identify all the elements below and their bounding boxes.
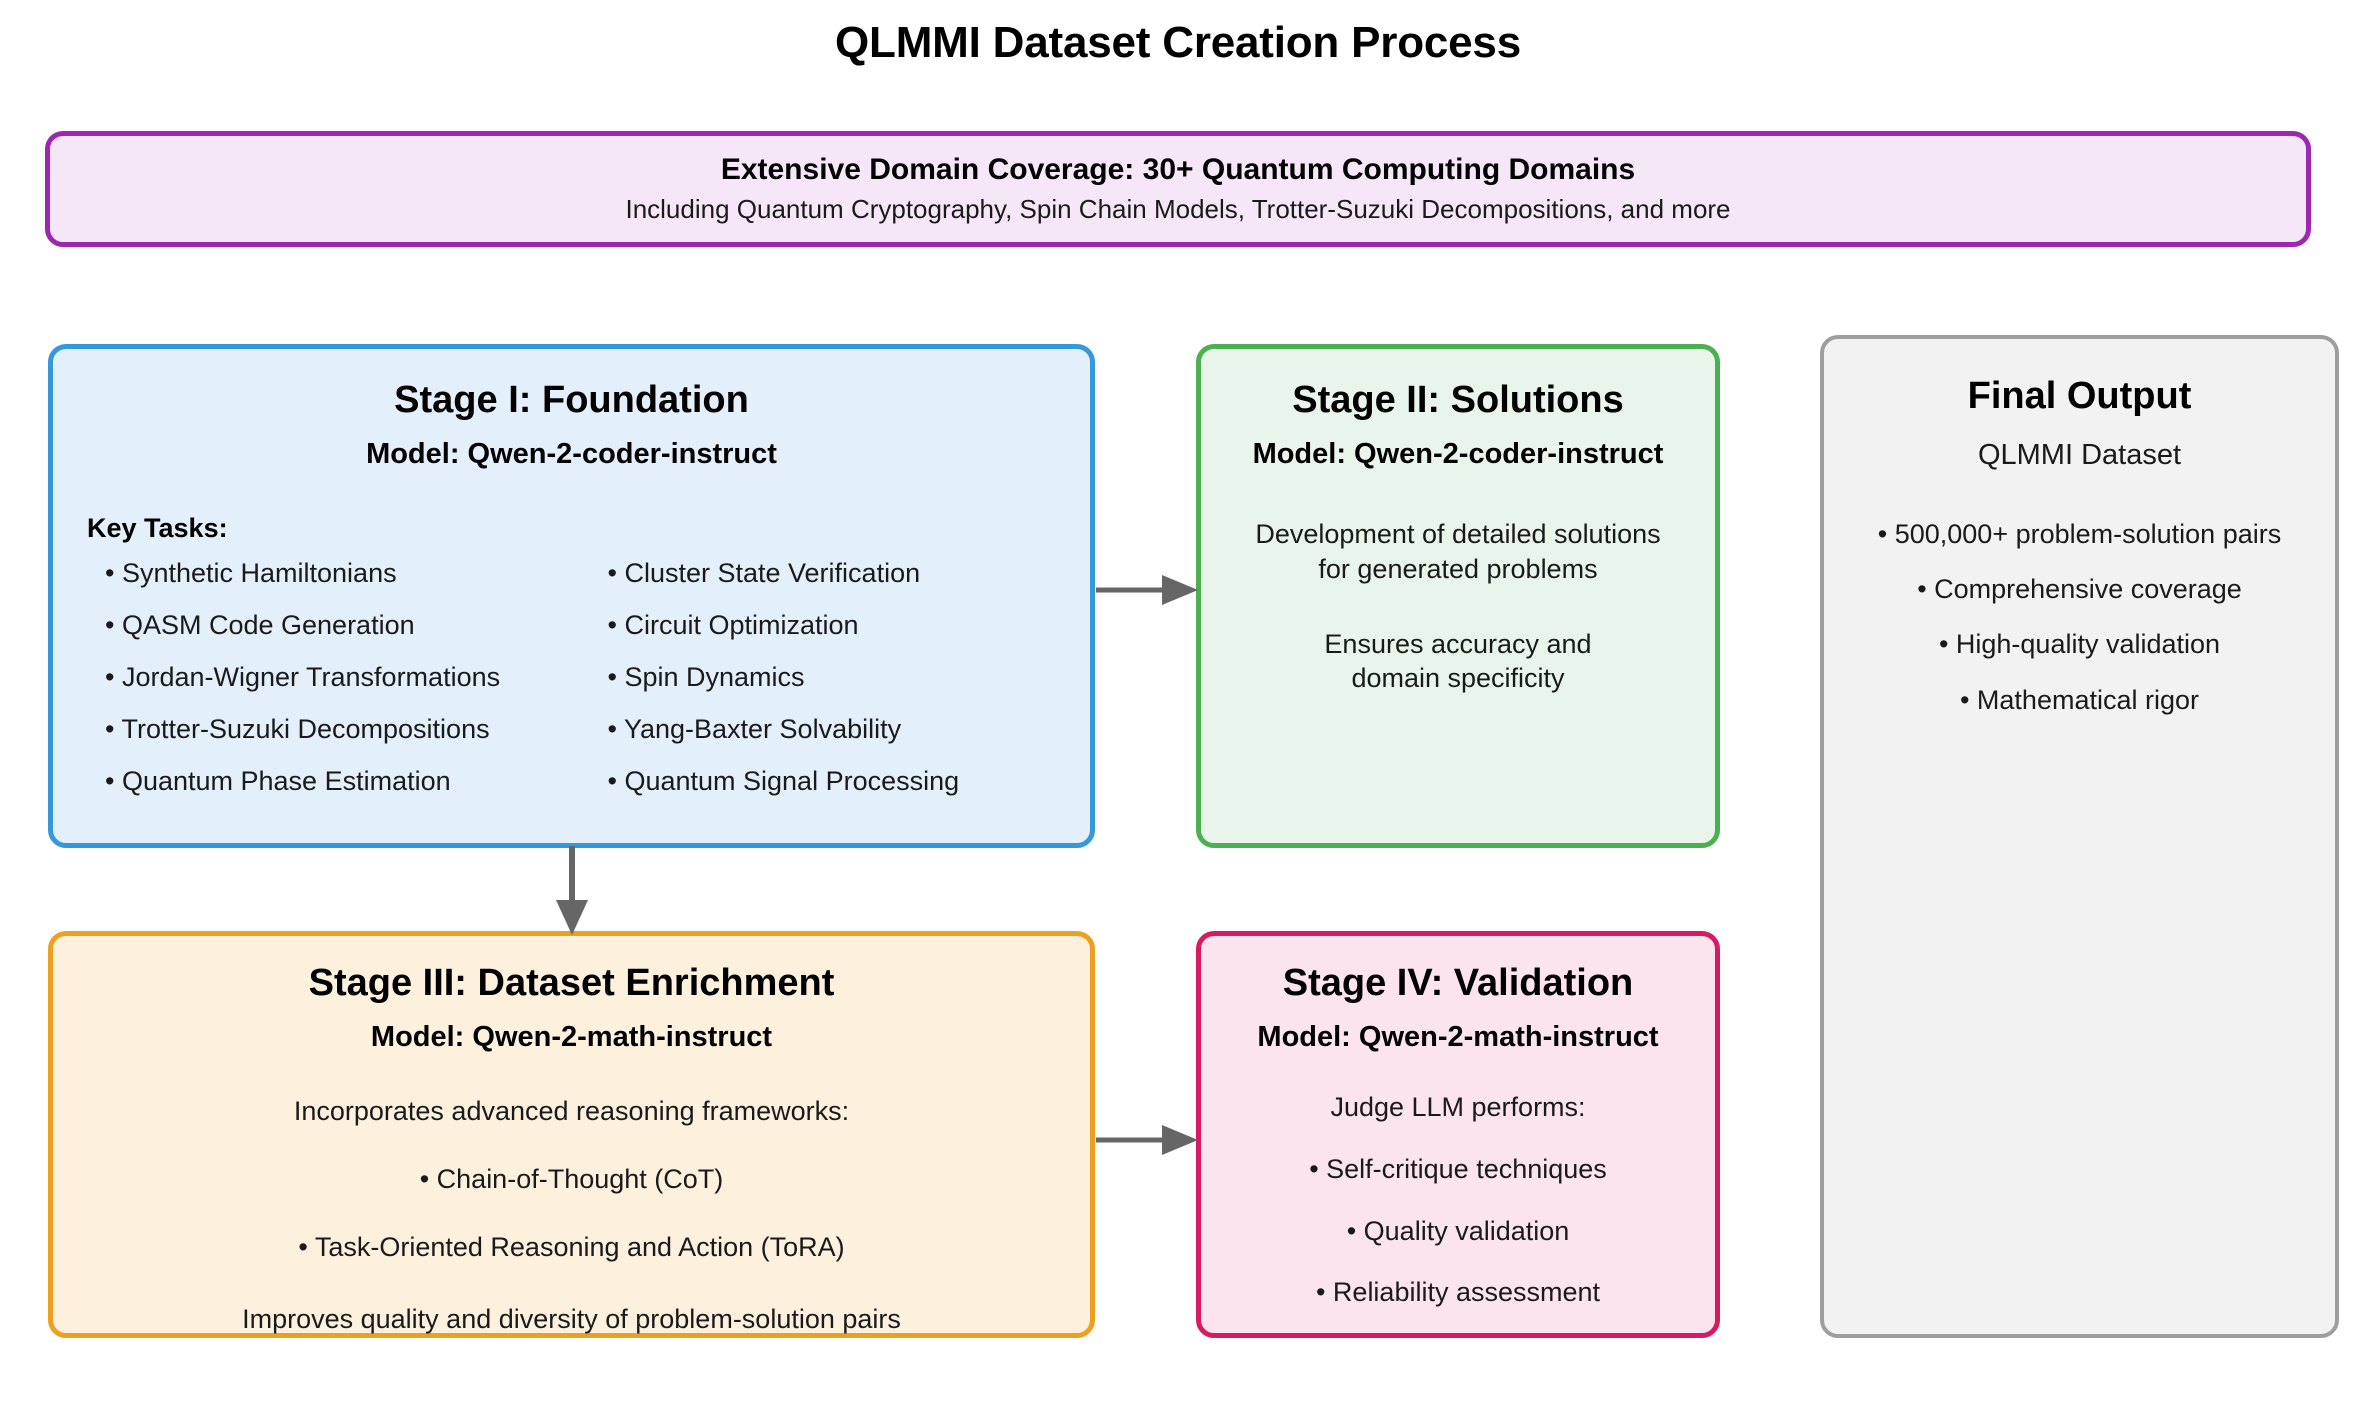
stage-3-outro: Improves quality and diversity of proble… (242, 1304, 901, 1335)
stage-4-model: Model: Qwen-2-math-instruct (1257, 1020, 1659, 1053)
list-item: • Yang-Baxter Solvability (607, 714, 902, 745)
list-item: • Quantum Signal Processing (607, 766, 960, 797)
stage-1-heading: Stage I: Foundation (394, 379, 749, 421)
list-item: • Task-Oriented Reasoning and Action (To… (298, 1231, 845, 1262)
domain-coverage-banner: Extensive Domain Coverage: 30+ Quantum C… (45, 131, 2311, 247)
page-title: QLMMI Dataset Creation Process (835, 18, 1521, 67)
stage-2-model: Model: Qwen-2-coder-instruct (1252, 437, 1664, 470)
list-item: • Chain-of-Thought (CoT) (419, 1164, 724, 1195)
stage-2-solutions-box[interactable]: Stage II: Solutions Model: Qwen-2-coder-… (1196, 344, 1720, 848)
stage-3-model: Model: Qwen-2-math-instruct (370, 1020, 773, 1053)
stage-4-heading: Stage IV: Validation (1282, 962, 1634, 1004)
arrow-stage1-to-stage2-icon (1096, 575, 1198, 605)
stage-1-foundation-box[interactable]: Stage I: Foundation Model: Qwen-2-coder-… (48, 344, 1095, 848)
final-output-heading: Final Output (1967, 375, 2192, 417)
stage-2-line-4: domain specificity (1351, 663, 1565, 694)
stage-4-validation-box[interactable]: Stage IV: Validation Model: Qwen-2-math-… (1196, 931, 1720, 1338)
stage-3-heading: Stage III: Dataset Enrichment (308, 962, 835, 1004)
list-item: • Mathematical rigor (1959, 684, 2200, 715)
list-item: • Synthetic Hamiltonians (105, 558, 397, 589)
list-item: • Quantum Phase Estimation (105, 766, 451, 797)
final-output-subtitle: QLMMI Dataset (1977, 438, 2182, 471)
stage-4-intro: Judge LLM performs: (1330, 1092, 1586, 1123)
key-tasks-right-column: • Cluster State Verification • Circuit O… (572, 560, 1065, 820)
list-item: • Self-critique techniques (1309, 1154, 1607, 1185)
list-item: • Comprehensive coverage (1917, 574, 2242, 605)
list-item: • Reliability assessment (1315, 1277, 1601, 1308)
banner-title: Extensive Domain Coverage: 30+ Quantum C… (720, 152, 1636, 186)
stage-2-line-2: for generated problems (1318, 554, 1598, 585)
stage-2-heading: Stage II: Solutions (1292, 379, 1624, 421)
key-tasks-columns: • Synthetic Hamiltonians • QASM Code Gen… (79, 560, 1064, 820)
arrow-stage3-to-stage4-icon (1096, 1125, 1198, 1155)
stage-2-line-3: Ensures accuracy and (1324, 628, 1592, 659)
arrow-stage1-to-stage3-icon (556, 846, 588, 935)
list-item: • Quality validation (1346, 1215, 1570, 1246)
list-item: • Circuit Optimization (607, 610, 859, 641)
stage-3-intro: Incorporates advanced reasoning framewor… (293, 1096, 850, 1127)
list-item: • 500,000+ problem-solution pairs (1877, 518, 2282, 549)
banner-subtitle: Including Quantum Cryptography, Spin Cha… (625, 194, 1731, 225)
list-item: • Spin Dynamics (607, 662, 805, 693)
key-tasks-label: Key Tasks: (87, 513, 228, 544)
stage-3-dataset-enrichment-box[interactable]: Stage III: Dataset Enrichment Model: Qwe… (48, 931, 1095, 1338)
final-output-box[interactable]: Final Output QLMMI Dataset • 500,000+ pr… (1820, 335, 2339, 1338)
final-output-list: • 500,000+ problem-solution pairs • Comp… (1840, 518, 2319, 715)
list-item: • Trotter-Suzuki Decompositions (105, 714, 490, 745)
list-item: • Cluster State Verification (607, 558, 921, 589)
list-item: • Jordan-Wigner Transformations (105, 662, 501, 693)
list-item: • High-quality validation (1938, 629, 2221, 660)
key-tasks-left-column: • Synthetic Hamiltonians • QASM Code Gen… (79, 560, 572, 820)
stage-2-line-1: Development of detailed solutions (1255, 519, 1661, 550)
stage-1-model: Model: Qwen-2-coder-instruct (366, 437, 777, 470)
list-item: • QASM Code Generation (105, 610, 415, 641)
